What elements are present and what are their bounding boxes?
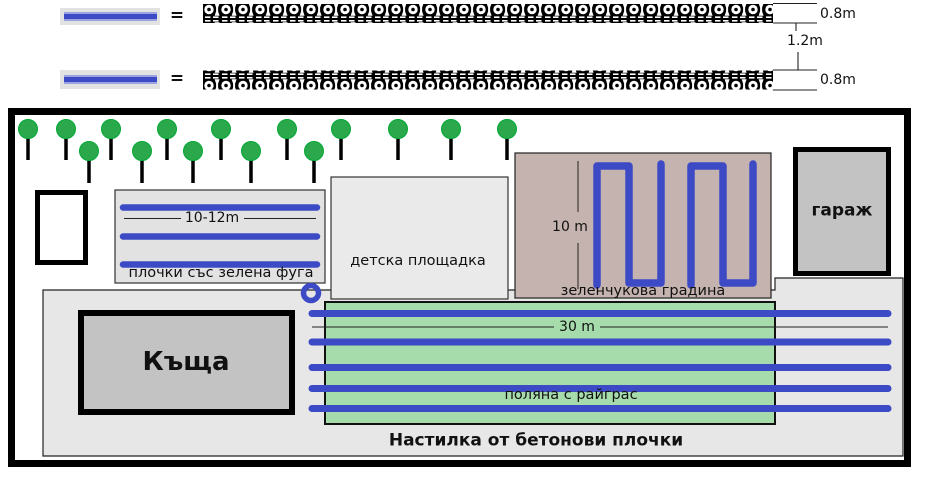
- legend-dimension-lines: [773, 2, 817, 91]
- legend-chain-bar: [203, 70, 773, 90]
- legend-spacing-label: 1.2m: [787, 33, 823, 49]
- tree: [441, 119, 461, 160]
- garden-dimension-label: 10 m: [552, 219, 588, 235]
- hose-connector-ring: [300, 282, 322, 304]
- lawn-hose-lines: [308, 310, 892, 412]
- legend-chain-bar: [203, 4, 773, 23]
- legend: [60, 2, 817, 91]
- pavement-label: Настилка от бетонови плочки: [388, 430, 684, 451]
- tree: [331, 119, 351, 160]
- tiles-area: [114, 189, 326, 284]
- lawn-label: поляна с райграс: [504, 386, 638, 403]
- tiles-dimension-label: 10-12m: [184, 210, 240, 226]
- legend-bar-height-label: 0.8m: [820, 5, 856, 22]
- tree: [18, 119, 38, 160]
- tree: [101, 119, 121, 160]
- house-rect: [78, 310, 295, 415]
- garden-label: зеленчукова градина: [560, 282, 726, 299]
- vegetable-garden-area: [514, 152, 772, 299]
- tree: [56, 119, 76, 160]
- playground-label: детска площадка: [350, 252, 486, 269]
- legend-equals: =: [169, 5, 185, 26]
- tree: [241, 141, 261, 183]
- playground-area: [330, 176, 509, 300]
- tree: [277, 119, 297, 160]
- tiles-area-label: плочки със зелена фуга: [128, 264, 314, 281]
- shed-rect: [35, 190, 88, 265]
- lawn-area: [324, 301, 776, 425]
- tree: [132, 141, 152, 183]
- lawn-dimension-label: 30 m: [559, 319, 595, 335]
- tree: [79, 141, 99, 183]
- tree: [497, 119, 517, 160]
- tree: [157, 119, 177, 160]
- tree: [183, 141, 203, 183]
- garage-label: гараж: [811, 200, 873, 221]
- tree: [211, 119, 231, 160]
- tree: [304, 141, 324, 183]
- house-label: Къща: [142, 347, 230, 377]
- legend-bar-height-label: 0.8m: [820, 72, 856, 88]
- legend-equals: =: [169, 68, 185, 89]
- tiles-hose-lines: [119, 204, 321, 268]
- garden-hose-serpentine: [593, 160, 757, 289]
- tree-row: [18, 119, 517, 183]
- tree: [388, 119, 408, 160]
- garage-rect: [793, 147, 891, 276]
